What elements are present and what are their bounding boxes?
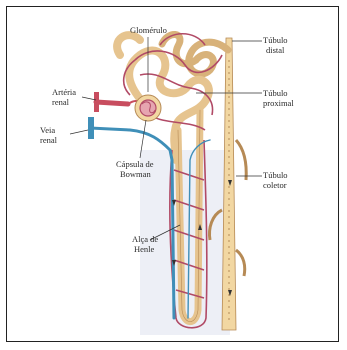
proximal-tubule (117, 35, 209, 160)
label-tubulo-coletor-line2: coletor (263, 180, 287, 190)
label-veia-renal-line1: Veia (40, 125, 55, 135)
label-arteria-renal-line2: renal (52, 97, 70, 107)
label-capsula-line2: Bowman (120, 169, 151, 179)
label-tubulo-proximal-line1: Túbulo (263, 88, 288, 98)
label-arteria-renal-line1: Artéria (52, 87, 76, 97)
glomerulus (135, 95, 161, 121)
artery-cut-end (94, 92, 99, 112)
label-tubulo-distal-line2: distal (266, 45, 285, 55)
label-tubulo-distal-line1: Túbulo (263, 35, 288, 45)
label-alca-line2: Henle (134, 244, 155, 254)
label-tubulo-coletor-line1: Túbulo (263, 170, 288, 180)
label-capsula-line1: Cápsula de (116, 159, 154, 169)
label-alca-line1: Alça de (132, 234, 158, 244)
vein-cut-end (88, 117, 94, 139)
label-tubulo-proximal-line2: proximal (263, 98, 294, 108)
label-veia-renal-line2: renal (40, 135, 58, 145)
label-glomerulo: Glomérulo (130, 25, 167, 35)
